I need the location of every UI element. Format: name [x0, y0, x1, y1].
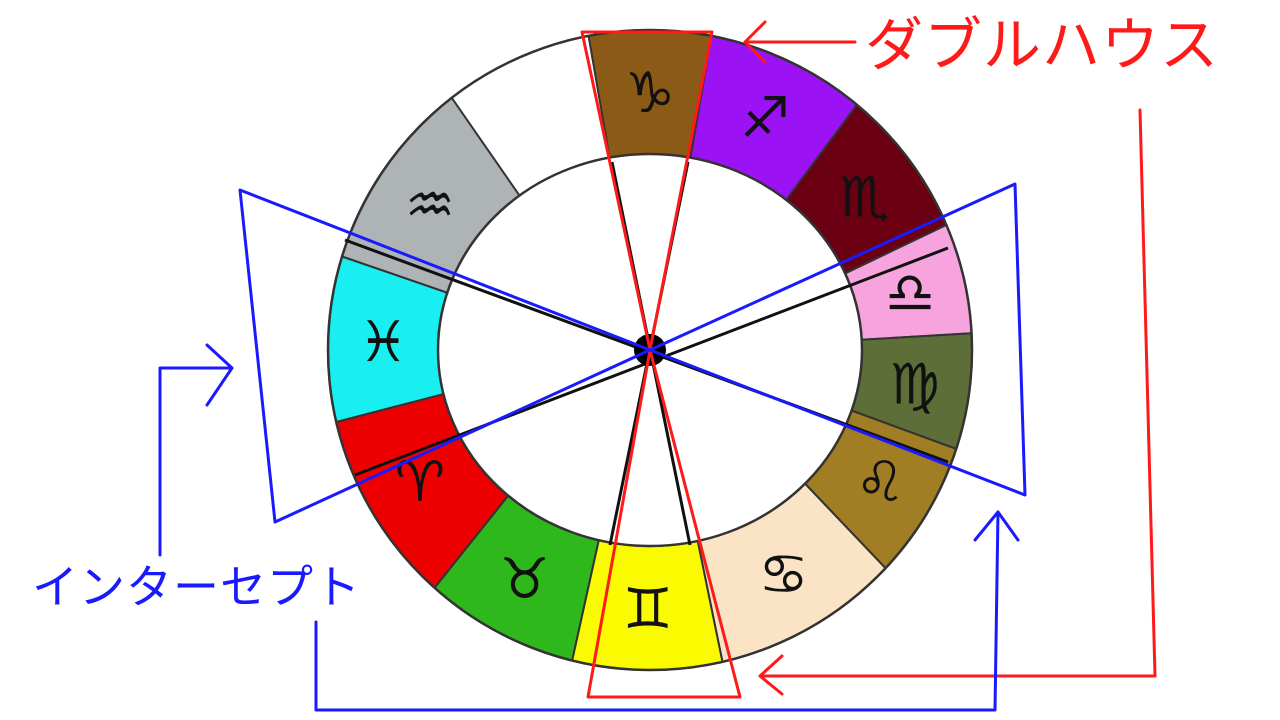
sagittarius-glyph-icon: ♐	[740, 86, 790, 151]
gemini-glyph-icon: ♊	[623, 577, 673, 642]
double-house-bottom-arrow-icon	[758, 108, 1157, 696]
double-house-label: ダブルハウス	[865, 11, 1220, 79]
capricorn-glyph-icon: ♑	[625, 61, 675, 126]
virgo-glyph-icon: ♍	[890, 353, 940, 418]
intercept-left-wedge	[238, 188, 652, 524]
sign-segment-capricorn: ♑	[587, 29, 713, 159]
scorpio-glyph-icon: ♏	[840, 166, 890, 231]
cancer-glyph-icon: ♋	[758, 542, 808, 607]
intercept-left-arrow-icon	[158, 343, 234, 557]
double-house-top-arrow-icon	[743, 20, 857, 64]
double-house-overlay	[580, 20, 1157, 699]
taurus-glyph-icon: ♉	[500, 547, 550, 612]
double-house-top-wedge	[580, 30, 714, 352]
pisces-glyph-icon: ♓	[358, 310, 408, 375]
sign-segment-sagittarius: ♐	[689, 34, 859, 202]
intercept-label: インターセプト	[32, 560, 361, 614]
annotation-overlays	[158, 20, 1157, 712]
intercept-right-arrow-icon	[314, 510, 1020, 712]
wheel-outer-rim	[326, 28, 974, 672]
libra-glyph-icon: ♎	[885, 261, 935, 326]
aries-glyph-icon: ♈	[395, 450, 445, 515]
aquarius-glyph-icon: ♒	[405, 173, 455, 238]
double-house-bottom-wedge	[586, 348, 742, 699]
intercept-overlay	[158, 182, 1027, 712]
intercept-right-wedge	[648, 182, 1027, 497]
leo-glyph-icon: ♌	[855, 450, 905, 515]
